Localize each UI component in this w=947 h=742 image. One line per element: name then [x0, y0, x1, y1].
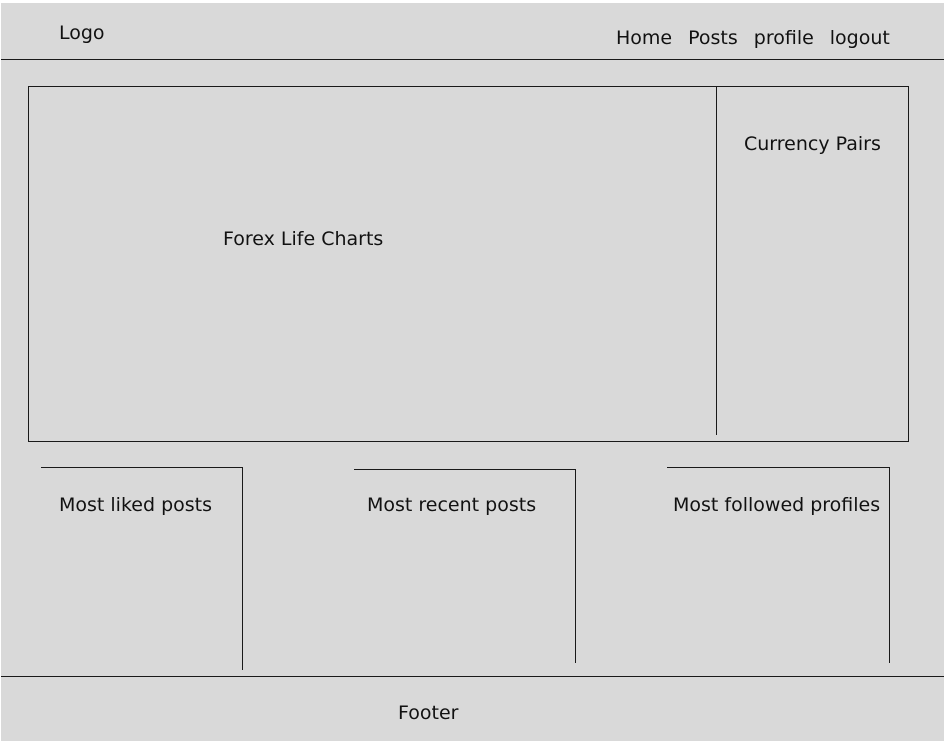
- nav-posts[interactable]: Posts: [688, 27, 738, 49]
- recent-section-right-line: [575, 469, 577, 663]
- liked-section-right-line: [242, 467, 244, 670]
- liked-section-top-line: [41, 467, 243, 469]
- followed-section-top-line: [667, 467, 890, 469]
- top-nav: Home Posts profile logout: [616, 26, 890, 50]
- nav-logout[interactable]: logout: [829, 27, 890, 49]
- charts-panel-divider: [716, 87, 718, 435]
- nav-profile[interactable]: profile: [753, 27, 814, 49]
- recent-section-top-line: [354, 469, 576, 471]
- currency-pairs-label: Currency Pairs: [744, 133, 881, 155]
- nav-home[interactable]: Home: [616, 27, 673, 49]
- footer-divider: [1, 676, 944, 678]
- liked-posts-label: Most liked posts: [59, 494, 213, 516]
- wireframe-canvas: [1, 3, 944, 741]
- recent-posts-label: Most recent posts: [367, 494, 537, 516]
- followed-profiles-label: Most followed profiles: [673, 494, 881, 516]
- header-divider: [1, 59, 944, 61]
- charts-label: Forex Life Charts: [223, 228, 384, 250]
- charts-panel: [28, 86, 909, 442]
- followed-section-right-line: [889, 467, 891, 663]
- logo[interactable]: Logo: [59, 22, 105, 44]
- footer-label: Footer: [398, 702, 459, 724]
